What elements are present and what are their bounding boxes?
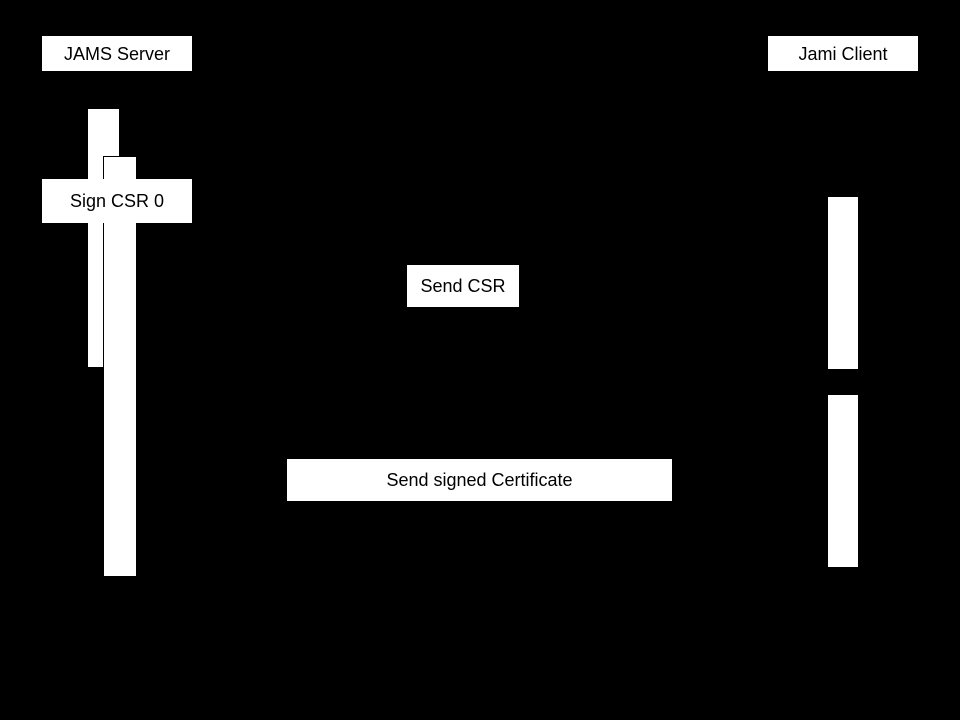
- activation-bar-jams-inner: [103, 156, 137, 577]
- message-label-send-csr: Send CSR: [407, 265, 519, 307]
- message-label-send-signed-certificate: Send signed Certificate: [287, 459, 672, 501]
- message-text-send-signed-certificate: Send signed Certificate: [386, 470, 573, 490]
- participant-label-jams-server: JAMS Server: [63, 43, 171, 64]
- participant-label-jami-client: Jami Client: [798, 43, 888, 64]
- activation-bar-jami-second: [827, 394, 859, 568]
- message-label-sign-csr-0: Sign CSR 0: [42, 179, 192, 223]
- activation-bar-jami-first: [827, 196, 859, 370]
- message-text-send-csr: Send CSR: [420, 276, 506, 296]
- message-text-sign-csr-0: Sign CSR 0: [69, 191, 165, 211]
- participant-box-jami-client: Jami Client: [768, 36, 918, 71]
- participant-box-jams-server: JAMS Server: [42, 36, 192, 71]
